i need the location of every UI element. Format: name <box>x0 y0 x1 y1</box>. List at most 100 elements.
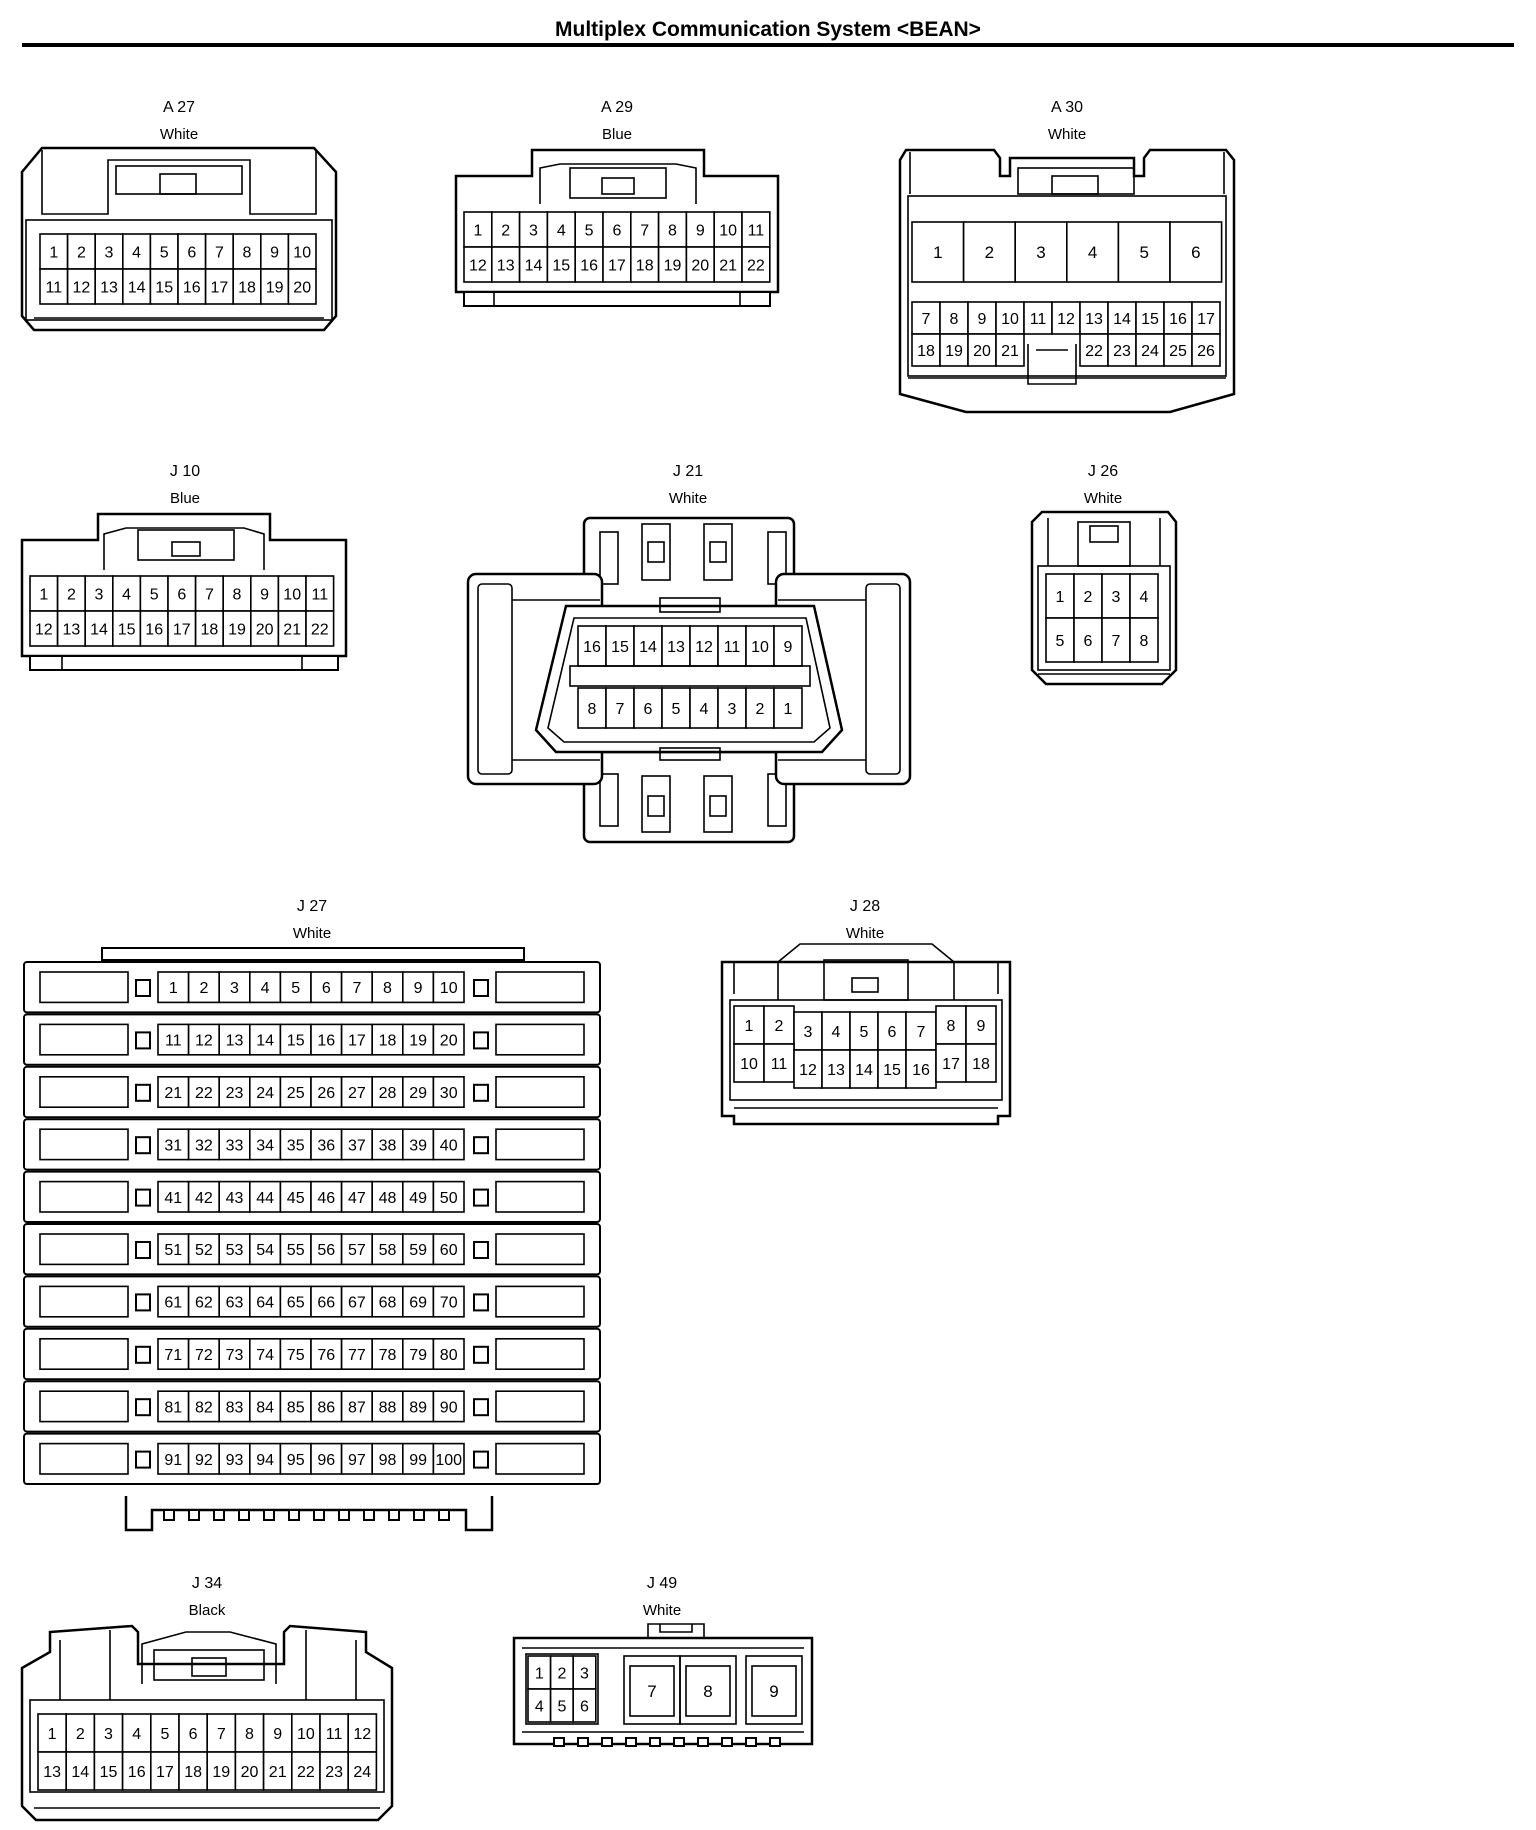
pin-cell-frame <box>157 1180 190 1213</box>
pin-cell: 19 <box>939 333 969 367</box>
pin-cell: 22 <box>290 1751 321 1791</box>
pin-number: 40 <box>440 1137 458 1154</box>
pin-cell: 17 <box>1191 301 1221 335</box>
pin-cell-frame <box>150 1751 180 1791</box>
pin-cell-frame <box>112 610 142 647</box>
pin-number: 11 <box>45 280 62 297</box>
pin-number: 2 <box>77 245 86 262</box>
pin-cell: 6 <box>877 1011 907 1051</box>
pin-cell-frame <box>305 610 335 647</box>
pin-cell-frame <box>1079 333 1109 367</box>
pin-cell: 5 <box>149 233 179 270</box>
pin-number: 10 <box>293 245 311 262</box>
pin-number: 6 <box>322 980 331 997</box>
pin-number: 7 <box>640 223 649 240</box>
pin-number: 67 <box>348 1295 366 1312</box>
pin-cell-frame <box>340 1285 374 1318</box>
pin-cell: 24 <box>1135 333 1165 367</box>
connector-a30-latch-tab <box>1051 175 1099 195</box>
pin-number: 10 <box>1001 311 1019 328</box>
pin-cell: 21 <box>995 333 1025 367</box>
pin-number: 69 <box>409 1295 427 1312</box>
pin-cell: 15 <box>546 246 577 283</box>
pin-number: 16 <box>1169 311 1187 328</box>
pin-cell: 11 <box>717 625 747 667</box>
pin-cell-frame <box>347 1751 378 1791</box>
pin-cell: 7 <box>629 211 660 248</box>
pin-cell: 3 <box>84 575 114 612</box>
pin-cell: 2 <box>490 211 521 248</box>
pin-number: 8 <box>245 1726 254 1743</box>
pin-cell-frame <box>218 1128 251 1161</box>
pin-number: 3 <box>230 980 239 997</box>
pin-cell: 6 <box>178 1713 209 1753</box>
pin-cell: 83 <box>218 1390 251 1423</box>
pin-number: 1 <box>1056 589 1065 606</box>
pin-cell-frame <box>371 1442 404 1475</box>
pin-number: 19 <box>945 343 963 360</box>
pin-cell-frame <box>122 268 152 305</box>
pin-cell: 11 <box>1023 301 1053 335</box>
pin-number: 6 <box>177 587 186 604</box>
pin-cell: 48 <box>371 1180 404 1213</box>
connector-j26-latch-tab <box>1089 525 1119 543</box>
pin-cell-frame <box>401 1128 435 1161</box>
pin-cell: 20 <box>432 1023 465 1056</box>
pin-number: 15 <box>1141 311 1159 328</box>
pin-cell: 10 <box>745 625 775 667</box>
pin-cell: 9 <box>250 575 280 612</box>
pin-number: 51 <box>164 1242 182 1259</box>
pin-cell: 24 <box>347 1751 378 1791</box>
pin-number: 18 <box>636 258 654 275</box>
pin-cell: 22 <box>1079 333 1109 367</box>
pin-cell: 13 <box>661 625 691 667</box>
pin-cell-frame <box>157 1285 190 1318</box>
pin-cell: 13 <box>218 1023 251 1056</box>
pin-cell-frame <box>401 1442 435 1475</box>
pin-cell: 64 <box>249 1285 282 1318</box>
pin-cell-frame <box>279 971 312 1004</box>
pin-cell-frame <box>1107 301 1137 335</box>
pin-cell: 5 <box>1045 617 1075 663</box>
pin-cell: 2 <box>56 575 86 612</box>
pin-cell: 16 <box>121 1751 152 1791</box>
pin-cell: 14 <box>84 610 114 647</box>
pin-cell: 1 <box>733 1005 765 1045</box>
pin-number: 19 <box>212 1764 230 1781</box>
pin-cell-frame <box>1101 617 1131 663</box>
pin-cell: 62 <box>187 1285 221 1318</box>
pin-number: 18 <box>238 280 256 297</box>
pin-number: 16 <box>912 1062 930 1079</box>
pin-cell: 59 <box>401 1233 435 1266</box>
pin-number: 9 <box>769 1682 778 1701</box>
connector-j27-id: J 27 <box>297 898 327 915</box>
pin-cell-frame <box>310 1180 343 1213</box>
pin-cell: 6 <box>177 233 207 270</box>
pin-cell: 40 <box>432 1128 465 1161</box>
pin-cell-frame <box>432 971 465 1004</box>
pin-number: 9 <box>977 1018 986 1035</box>
pin-cell: 87 <box>340 1390 374 1423</box>
pin-cell-frame <box>463 211 493 248</box>
pin-number: 52 <box>195 1242 213 1259</box>
pin-cell-frame <box>657 246 688 283</box>
pin-cell-frame <box>773 687 803 729</box>
pin-number: 14 <box>855 1062 873 1079</box>
pin-cell: 11 <box>763 1043 795 1083</box>
pin-cell-frame <box>1014 221 1068 283</box>
pin-cell: 20 <box>967 333 997 367</box>
pin-cell: 6 <box>167 575 197 612</box>
pin-cell-frame <box>763 1043 795 1083</box>
pin-number: 2 <box>985 243 994 262</box>
pin-number: 39 <box>409 1137 427 1154</box>
pin-cell: 19 <box>259 268 290 305</box>
pin-number: 13 <box>226 1033 244 1050</box>
pin-number: 72 <box>195 1347 213 1364</box>
pin-cell: 25 <box>1163 333 1193 367</box>
pin-cell-frame <box>279 1023 312 1056</box>
pin-cell: 54 <box>249 1233 282 1266</box>
connector-j10-id: J 10 <box>170 463 200 480</box>
